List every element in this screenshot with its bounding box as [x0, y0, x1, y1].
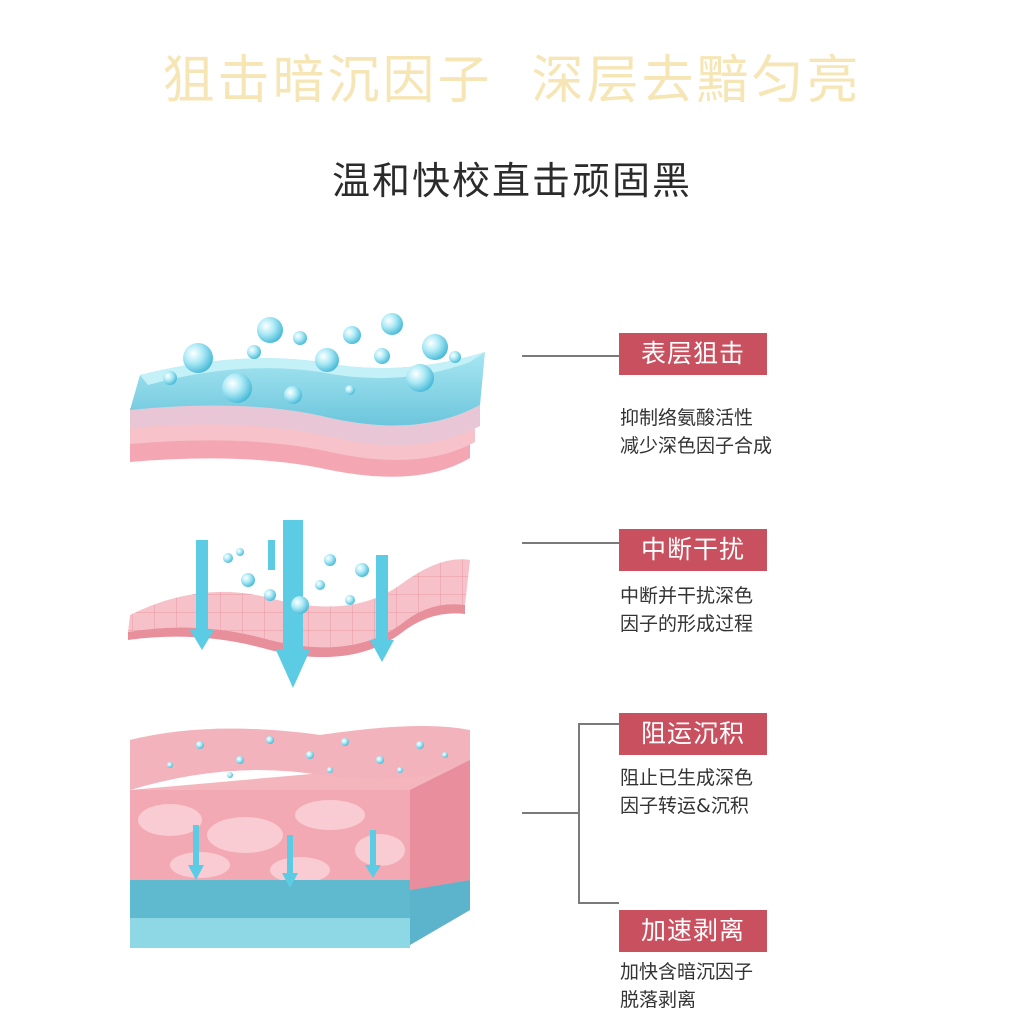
connector-line-2 — [522, 542, 619, 544]
tag-accelerate-peel: 加速剥离 — [619, 910, 767, 952]
desc-accelerate-peel: 加快含暗沉因子 脱落剥离 — [620, 958, 840, 1014]
tag-surface-snipe: 表层狙击 — [619, 333, 767, 375]
desc-line: 减少深色因子合成 — [620, 435, 773, 457]
bracket-vertical — [578, 723, 580, 903]
interrupt-layer-illustration — [128, 520, 470, 688]
tag-block-deposit: 阻运沉积 — [619, 713, 767, 755]
headline: 狙击暗沉因子 深层去黯匀亮 — [162, 51, 862, 111]
subheadline: 温和快校直击顽固黑 — [331, 159, 692, 203]
bracket-stem — [522, 812, 579, 814]
bracket-bottom — [578, 902, 619, 904]
bracket-top — [578, 723, 619, 725]
desc-line: 加快含暗沉因子 — [620, 961, 754, 983]
desc-line: 因子转运&沉积 — [620, 795, 749, 817]
desc-line: 中断并干扰深色 — [620, 585, 754, 607]
tag-interrupt: 中断干扰 — [619, 529, 767, 571]
desc-line: 阻止已生成深色 — [620, 767, 754, 789]
desc-block-deposit: 阻止已生成深色 因子转运&沉积 — [620, 764, 840, 820]
deposit-layer-illustration — [130, 726, 470, 948]
connector-line-1 — [522, 355, 619, 357]
desc-line: 抑制络氨酸活性 — [620, 407, 754, 429]
desc-surface-snipe: 抑制络氨酸活性 减少深色因子合成 — [620, 404, 840, 460]
desc-line: 因子的形成过程 — [620, 613, 754, 635]
desc-line: 脱落剥离 — [620, 989, 697, 1011]
surface-layer-illustration — [130, 313, 485, 477]
desc-interrupt: 中断并干扰深色 因子的形成过程 — [620, 582, 840, 638]
